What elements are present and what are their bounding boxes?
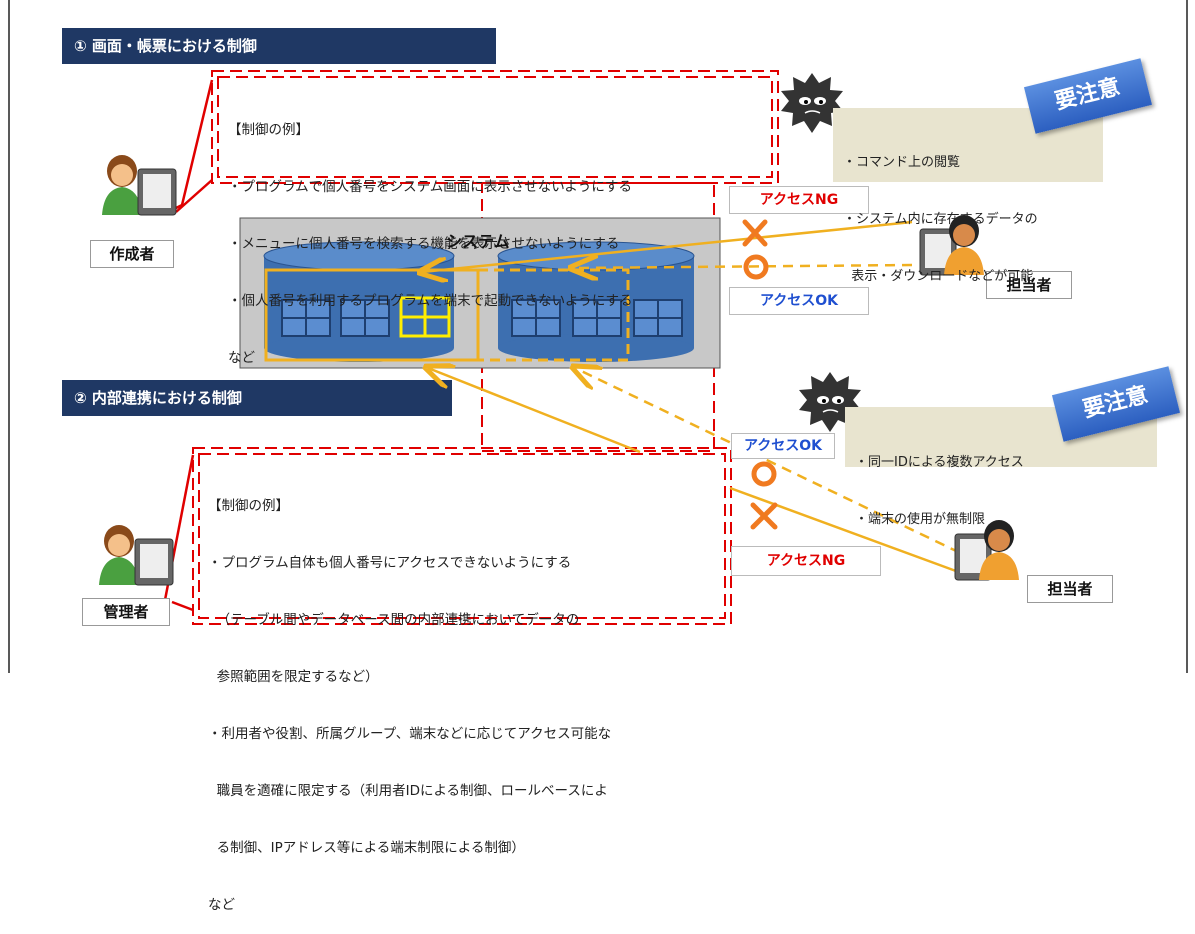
table-icon <box>340 299 390 337</box>
box2-line: ・利用者や役割、所属グループ、端末などに応じてアクセス可能な <box>208 726 612 742</box>
ng-x-icon <box>742 219 768 247</box>
role-label-creator: 作成者 <box>90 240 174 268</box>
box1-line: ・メニューに個人番号を検索する機能を表示させないようにする <box>228 236 620 252</box>
access-ok-label-bottom: アクセスOK <box>731 433 835 459</box>
table-icon <box>281 299 331 337</box>
control-example-box-1: 【制御の例】 ・プログラムで個人番号をシステム画面に表示させないようにする ・メ… <box>228 83 632 387</box>
box2-line: 職員を適確に限定する（利用者IDによる制御、ロールベースによ <box>208 783 608 799</box>
creator-user-icon <box>102 155 177 216</box>
warning2-line: ・同一IDによる複数アクセス <box>855 455 1024 470</box>
table-icon <box>511 299 561 337</box>
box2-line: （テーブル間やデータベース間の内部連携においてデータの <box>208 612 580 628</box>
role-label-staff-top: 担当者 <box>986 271 1072 299</box>
threat-face-icon <box>781 73 843 133</box>
highlighted-table-icon <box>399 296 451 338</box>
callout-lines <box>163 79 214 612</box>
admin-user-icon <box>99 525 174 586</box>
box2-line: 参照範囲を限定するなど） <box>208 669 379 685</box>
box1-line: ・プログラムで個人番号をシステム画面に表示させないようにする <box>228 179 633 195</box>
access-ok-label-top: アクセスOK <box>729 287 869 315</box>
box2-line: など <box>208 897 235 913</box>
table-icons <box>281 299 683 337</box>
arrow-ok-bottom <box>575 368 976 562</box>
staff-user-icon <box>954 520 1019 581</box>
diagram-canvas <box>99 70 1019 625</box>
slide-frame <box>8 0 1188 673</box>
warning1-line: ・コマンド上の閲覧 <box>843 155 961 170</box>
box2-line: ・プログラム自体も個人番号にアクセスできないようにする <box>208 555 572 571</box>
role-label-staff-bottom: 担当者 <box>1027 575 1113 603</box>
arrow-admin <box>428 368 641 454</box>
warning1-line: 表示・ダウンロードなどが可能 <box>843 269 1034 284</box>
ok-circle-icon <box>743 254 769 280</box>
warning1-line: ・システム内に存在するデータの <box>843 212 1038 227</box>
arrow-ok-top <box>573 265 913 268</box>
section1-title: ① 画面・帳票における制御 <box>62 28 496 64</box>
control-example-box-2: 【制御の例】 ・プログラム自体も個人番号にアクセスできないようにする （テーブル… <box>208 459 611 934</box>
section2-title: ② 内部連携における制御 <box>62 380 452 416</box>
box1-line: ・個人番号を利用するプログラムを端末で起動できないようにする <box>228 293 633 309</box>
accessible-scope-right <box>476 268 630 362</box>
ok-circle-icon <box>751 461 777 487</box>
access-ng-label-top: アクセスNG <box>729 186 869 214</box>
warning2-line: ・端末の使用が無制限 <box>855 512 986 527</box>
box2-line: る制御、IPアドレス等による端末制限による制御） <box>208 840 525 856</box>
table-icon <box>572 299 622 337</box>
box1-line: 【制御の例】 <box>228 122 309 138</box>
arrow-ng-bottom <box>729 486 976 580</box>
access-ng-label-bottom: アクセスNG <box>731 546 881 576</box>
system-title: システム <box>446 232 510 251</box>
arrow-ng-top <box>422 220 913 272</box>
box2-line: 【制御の例】 <box>208 498 289 514</box>
box1-line: など <box>228 350 255 366</box>
table-icon <box>633 299 683 337</box>
role-label-admin: 管理者 <box>82 598 170 626</box>
ng-x-icon <box>750 502 778 530</box>
control-box-1-outline <box>211 70 779 184</box>
staff-user-icon <box>919 215 984 276</box>
control-box-2-outline <box>192 447 732 625</box>
